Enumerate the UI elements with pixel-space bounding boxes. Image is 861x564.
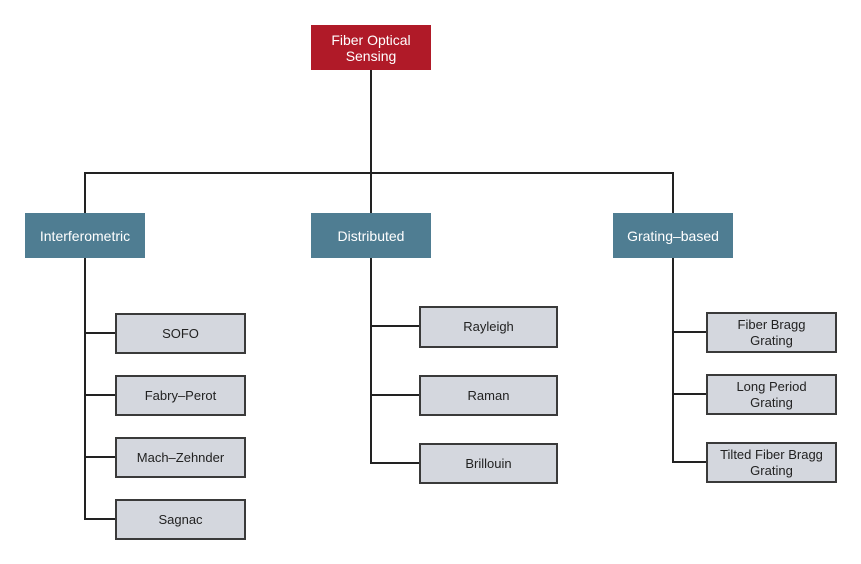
leaf-node-raman: Raman xyxy=(419,375,558,416)
leaf-label-fiber-bragg-grating: Fiber Bragg Grating xyxy=(737,316,806,348)
category-node-grating-based: Grating–based xyxy=(613,213,733,258)
leaf-label-tilted-fiber-bragg-grating: Tilted Fiber Bragg Grating xyxy=(720,446,823,478)
category-node-distributed: Distributed xyxy=(311,213,431,258)
leaf-label-rayleigh: Rayleigh xyxy=(463,319,514,334)
leaf-label-sagnac: Sagnac xyxy=(158,511,203,527)
leaf-label-raman: Raman xyxy=(467,387,510,403)
category-label-interferometric: Interferometric xyxy=(39,227,131,244)
leaf-label-mach-zehnder: Mach–Zehnder xyxy=(136,449,225,465)
leaf-label-long-period-grating: Long Period Grating xyxy=(736,378,807,410)
leaf-node-mach-zehnder: Mach–Zehnder xyxy=(115,437,246,478)
root-node-label: Fiber Optical Sensing xyxy=(331,31,411,64)
category-label-distributed: Distributed xyxy=(337,227,405,244)
leaf-label-brillouin: Brillouin xyxy=(465,455,512,471)
leaf-node-sagnac: Sagnac xyxy=(115,499,246,540)
leaf-node-sofo: SOFO xyxy=(115,313,246,354)
leaf-node-fiber-bragg-grating: Fiber Bragg Grating xyxy=(706,312,837,353)
leaf-node-long-period-grating: Long Period Grating xyxy=(706,374,837,415)
leaf-node-brillouin: Brillouin xyxy=(419,443,558,484)
root-node-fiber-optical-sensing: Fiber Optical Sensing xyxy=(311,25,431,70)
leaf-label-fabry-perot: Fabry–Perot xyxy=(144,387,217,403)
leaf-label-sofo: SOFO xyxy=(162,325,199,341)
leaf-node-fabry-perot: Fabry–Perot xyxy=(115,375,246,416)
leaf-node-rayleigh: Rayleigh xyxy=(419,306,558,348)
category-node-interferometric: Interferometric xyxy=(25,213,145,258)
leaf-node-tilted-fiber-bragg-grating: Tilted Fiber Bragg Grating xyxy=(706,442,837,483)
category-label-grating-based: Grating–based xyxy=(627,227,719,244)
